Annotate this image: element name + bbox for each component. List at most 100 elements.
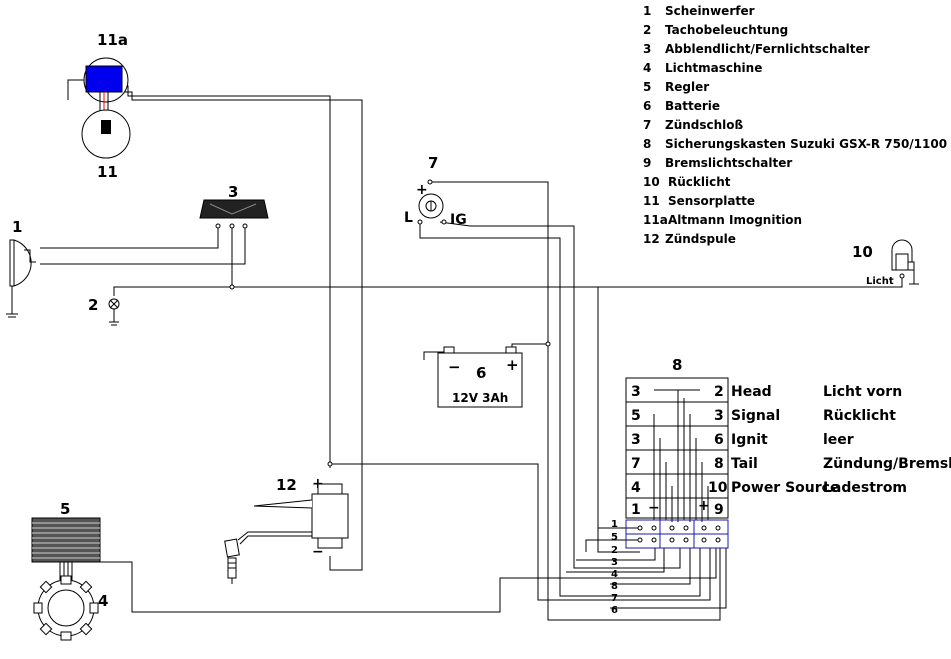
legend-num-10: 10 (643, 175, 660, 189)
legend-text-4: Lichtmaschine (665, 61, 762, 75)
wire-ign-l (419, 222, 701, 597)
fuse-use-signal: Rücklicht (823, 408, 896, 424)
legend-num-1: 1 (643, 4, 651, 18)
pin-label-6: 6 (611, 605, 618, 616)
legend-text-2: Tachobeleuchtung (665, 23, 788, 37)
legend-num-5: 5 (643, 80, 651, 94)
legend-text-5: Regler (665, 80, 709, 94)
legend-text-9: Bremslichtschalter (665, 156, 792, 170)
fuse-row-2-left: 5 (631, 408, 641, 424)
wire-11a-to-coil (120, 91, 363, 571)
fuse-row-6-left: 1 (631, 502, 641, 518)
wire-pin-4 (566, 548, 665, 573)
tail-light: 10 Licht (852, 239, 919, 287)
coil-minus: − (312, 544, 324, 560)
label-11a: 11a (97, 31, 128, 49)
wire-11a-ground (67, 79, 86, 100)
pin-label-7: 7 (611, 593, 618, 604)
ign-l-label: L (404, 210, 413, 226)
ignition-coil: 12 + − (224, 461, 349, 584)
battery-plus: + (506, 356, 519, 374)
fuse-use-power: Ladestrom (823, 480, 907, 496)
wire-pin-5 (610, 548, 691, 585)
fuse-row-4-right: 8 (714, 456, 724, 472)
fuse-minus: − (648, 500, 660, 516)
label-11: 11 (97, 163, 118, 181)
legend-num-9: 9 (643, 156, 651, 170)
wire-coil-plus-rail (330, 463, 711, 601)
fuse-name-signal: Signal (731, 408, 780, 424)
dimmer-switch: 3 (199, 183, 269, 290)
fuse-use-tail: Zündung/Bremslicht (823, 456, 951, 472)
label-6: 6 (476, 364, 486, 382)
legend-num-2: 2 (643, 23, 651, 37)
legend-text-8: Sicherungskasten Suzuki GSX-R 750/1100 (665, 137, 947, 151)
legend-num-11a: 11a (643, 213, 668, 227)
label-12: 12 (276, 476, 297, 494)
fuse-name-head: Head (731, 384, 772, 400)
fuse-row-5-right: 10 (708, 480, 728, 496)
label-2: 2 (88, 296, 98, 314)
wire-ign-ig (439, 221, 681, 569)
battery-rating: 12V 3Ah (452, 391, 508, 405)
label-8: 8 (672, 356, 682, 374)
label-4: 4 (98, 592, 108, 610)
pin-label-4: 4 (611, 569, 618, 580)
legend-text-7: Zündschloß (665, 118, 744, 132)
legend-text-1: Scheinwerfer (665, 4, 755, 18)
wire-regulator-gen (100, 548, 717, 613)
legend-num-7: 7 (643, 118, 651, 132)
battery: − + 6 12V 3Ah (437, 346, 523, 408)
legend: 1 Scheinwerfer 2 Tachobeleuchtung 3 Abbl… (643, 4, 947, 246)
legend-num-8: 8 (643, 137, 651, 151)
fuse-box: 8 3 2 5 3 3 6 7 8 4 10 1 (611, 356, 951, 616)
fuse-use-head: Licht vorn (823, 384, 902, 400)
fuse-row-4-left: 7 (631, 456, 641, 472)
wire-battery-ground (423, 351, 448, 360)
legend-num-12: 12 (643, 232, 660, 246)
legend-text-11a: Altmann Imognition (668, 213, 802, 227)
wire-pin-2 (585, 539, 640, 552)
fuse-row-3-right: 6 (714, 432, 724, 448)
regulator: 5 (31, 500, 101, 580)
fuse-row-1-right: 2 (714, 384, 724, 400)
fuse-name-tail: Tail (731, 456, 758, 472)
label-7: 7 (428, 154, 438, 172)
headlight: 1 (6, 218, 36, 318)
fuse-row-5-left: 4 (631, 480, 641, 496)
ign-ig-label: IG (450, 212, 467, 228)
label-10: 10 (852, 243, 873, 261)
label-1: 1 (12, 218, 22, 236)
fuse-row-6-right: 9 (714, 502, 724, 518)
battery-minus: − (448, 358, 461, 376)
ign-plus-label: + (416, 182, 428, 198)
imognition-module (85, 65, 123, 93)
wire-headlight-switch-1 (40, 228, 219, 249)
legend-text-6: Batterie (665, 99, 720, 113)
wire-11a-signal (120, 85, 331, 468)
wire-headlight-switch-2 (40, 228, 246, 265)
pin-label-2: 2 (611, 545, 618, 556)
legend-num-3: 3 (643, 42, 651, 56)
legend-text-10: Rücklicht (668, 175, 731, 189)
altmann-imognition: 11a (83, 31, 129, 118)
pin-label-5: 5 (611, 532, 618, 543)
wire-pin-6 (610, 548, 727, 609)
wire-tail-feed (597, 287, 640, 553)
pin-label-3: 3 (611, 557, 618, 568)
fuse-name-power: Power Source (731, 480, 839, 496)
legend-text-3: Abblendlicht/Fernlichtschalter (665, 42, 870, 56)
fuse-row-2-right: 3 (714, 408, 724, 424)
label-5: 5 (60, 500, 70, 518)
sensor-plate: 11 (81, 109, 131, 181)
fuse-plus: + (698, 498, 710, 514)
legend-num-4: 4 (643, 61, 651, 75)
legend-num-6: 6 (643, 99, 651, 113)
fuse-name-ignit: Ignit (731, 432, 768, 448)
wire-light-rail (113, 276, 903, 296)
fuse-row-1-left: 3 (631, 384, 641, 400)
label-3: 3 (228, 183, 238, 201)
fuse-use-ignit: leer (823, 432, 854, 448)
wire-battery-plus (511, 343, 548, 350)
tail-light-label: Licht (866, 276, 894, 287)
